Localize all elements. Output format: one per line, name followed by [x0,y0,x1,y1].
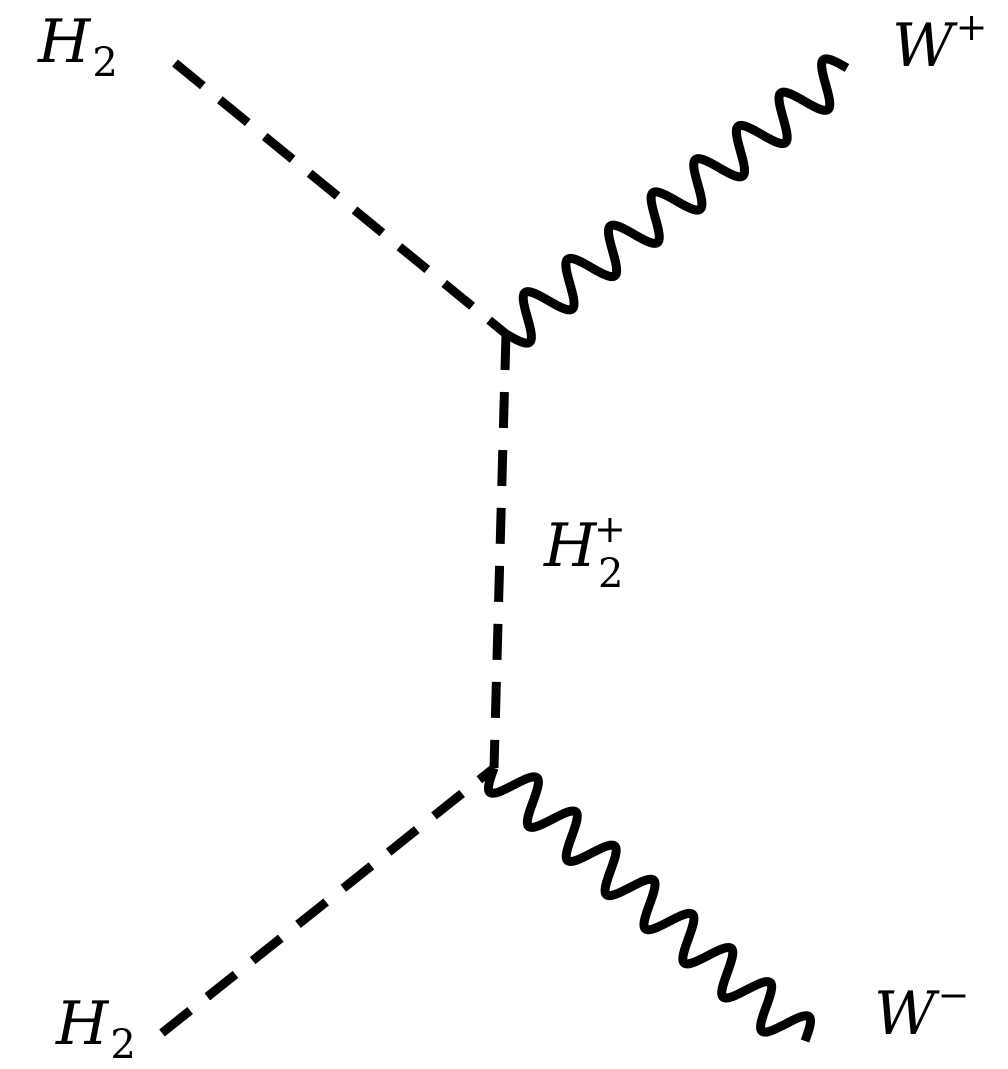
w-minus-wavy-line [483,766,816,1043]
w-minus-superscript: − [937,973,970,1017]
h2-top-label: H2 [38,12,118,83]
w-minus-symbol: W [874,979,936,1049]
h2-plus-superscript: + [594,507,626,551]
h2-top-symbol: H [38,7,91,77]
w-minus-label: W− [874,976,970,1044]
h2-incoming-bottom-line [159,764,497,1037]
h2-top-subscript: 2 [92,40,118,86]
h2-bottom-label: H2 [56,994,136,1065]
w-plus-superscript: + [955,5,988,49]
w-plus-label: W+ [892,8,988,76]
h2-bottom-symbol: H [56,989,109,1059]
h2-plus-symbol: H [544,511,597,581]
w-plus-symbol: W [892,11,954,81]
h2plus-propagator-line [489,333,511,769]
h2-bottom-subscript: 2 [110,1022,136,1068]
h2-plus-label: H+2 [544,510,626,594]
h2-plus-subscript: 2 [598,551,624,597]
w-plus-wavy-line [503,54,850,348]
h2-incoming-top-line [172,59,509,338]
